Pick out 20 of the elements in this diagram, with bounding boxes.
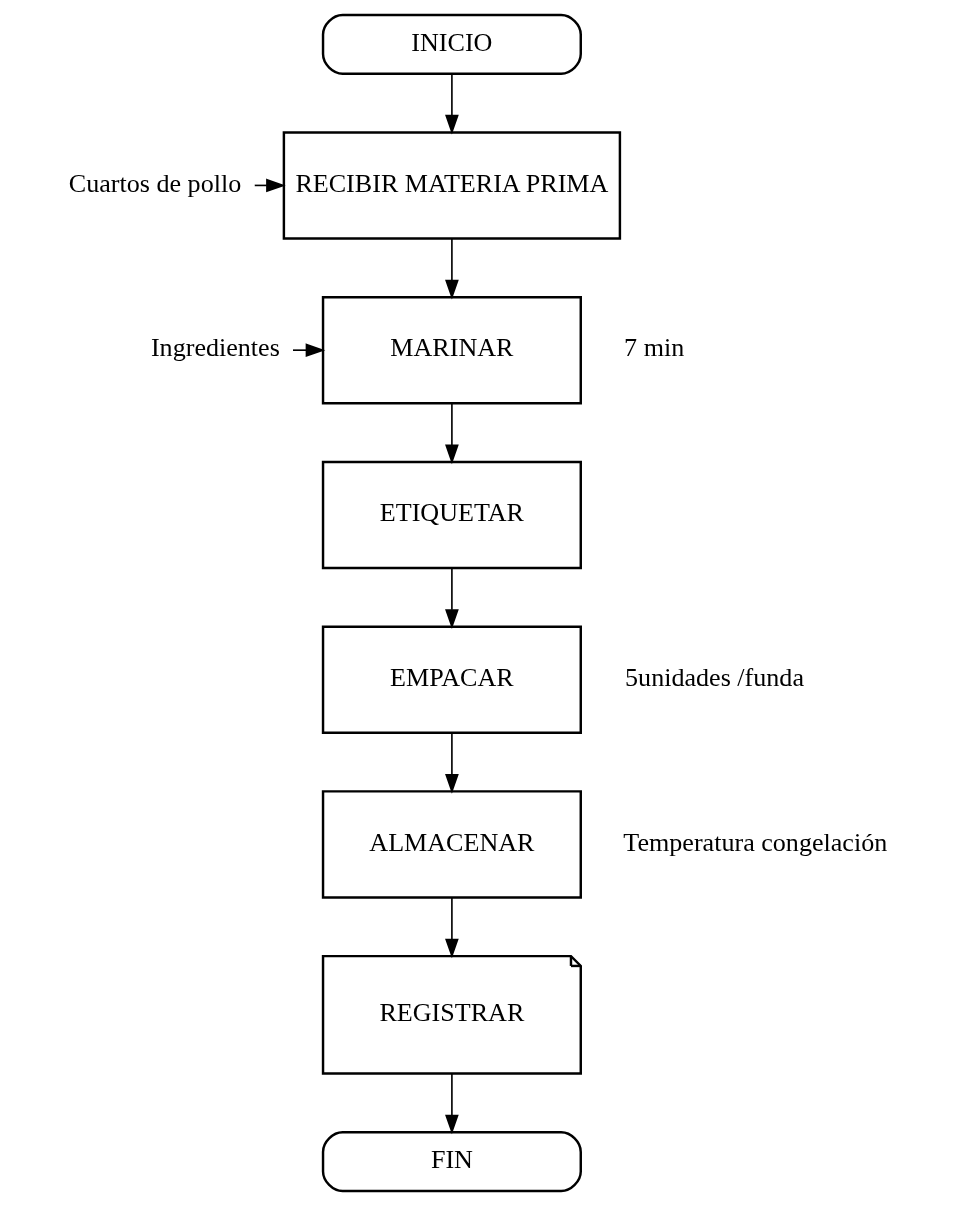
arrow xyxy=(444,402,459,465)
node-label: 5unidades /funda xyxy=(624,662,804,692)
node-text: Ingredientes xyxy=(150,333,280,363)
node-box: ETIQUETAR xyxy=(321,460,582,570)
arrow xyxy=(291,343,325,358)
node-box: ALMACENAR xyxy=(321,790,582,899)
node-box: FIN xyxy=(321,1131,582,1193)
node-label: Temperatura congelación xyxy=(622,827,887,857)
arrow xyxy=(444,732,459,794)
arrow xyxy=(444,237,459,300)
arrow xyxy=(444,567,459,629)
arrow xyxy=(444,1072,459,1135)
node-text: Cuartos de pollo xyxy=(68,168,241,198)
node-box: EMPACAR xyxy=(321,625,582,734)
node-box: INICIO xyxy=(321,13,582,75)
arrow xyxy=(444,73,459,135)
node-label: 7 min xyxy=(623,333,684,363)
arrow xyxy=(444,896,459,959)
node-box: RECIBIR MATERIA PRIMA xyxy=(282,131,621,240)
node-box: MARINAR xyxy=(321,295,582,405)
